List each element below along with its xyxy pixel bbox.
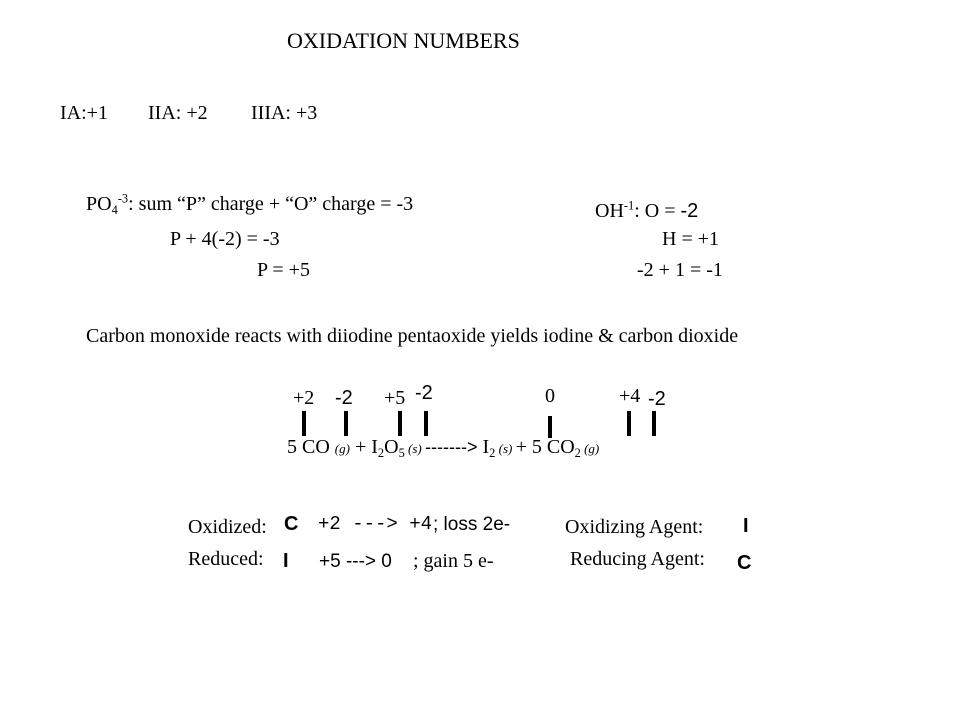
ox-number-i-in-i2: 0 bbox=[545, 385, 555, 407]
hydroxide-sum: -2 + 1 = -1 bbox=[637, 259, 723, 281]
ox-number-c-in-co2: +4 bbox=[619, 385, 641, 407]
equation-oxygen: O bbox=[384, 436, 399, 458]
reducing-agent-label: Reducing Agent: bbox=[570, 548, 705, 570]
marker-bar-o-co bbox=[344, 411, 348, 436]
equation-reactant-co: 5 CO bbox=[287, 436, 335, 458]
ox-number-o-in-co2: -2 bbox=[648, 388, 666, 410]
reduced-element: I bbox=[283, 550, 289, 572]
reduced-label: Reduced: bbox=[188, 548, 264, 570]
oxidized-label: Oxidized: bbox=[188, 516, 267, 538]
hydroxide-ion-charge: -1 bbox=[623, 198, 635, 213]
phosphate-equation-1: P + 4(-2) = -3 bbox=[170, 228, 280, 250]
equation-state-i2o5: (s) bbox=[404, 441, 425, 456]
equation-i2-subscript: 2 bbox=[489, 445, 496, 460]
equation-product-iodine: I bbox=[477, 436, 490, 458]
equation-o-subscript: 5 bbox=[398, 445, 405, 460]
equation-state-co2: (g) bbox=[580, 441, 600, 456]
marker-bar-o-i2o5 bbox=[424, 411, 428, 436]
phosphate-rule-text: : sum “P” charge + “O” charge = -3 bbox=[128, 193, 414, 215]
ox-number-i-in-i2o5: +5 bbox=[384, 387, 406, 409]
equation-state-i2: (s) bbox=[495, 441, 516, 456]
hydroxide-oxygen-value: -2 bbox=[680, 200, 699, 222]
hydroxide-oxygen-label: : O = bbox=[634, 200, 681, 222]
marker-bar-o-co2 bbox=[652, 411, 656, 436]
group-iiia: IIIA: +3 bbox=[251, 102, 318, 124]
ox-number-c-in-co: +2 bbox=[293, 387, 315, 409]
equation-co2-subscript: 2 bbox=[574, 445, 581, 460]
oxidized-loss: ; loss 2e- bbox=[433, 514, 511, 535]
equation-plus-iodine: + I bbox=[349, 436, 378, 458]
oxidized-change: +2 ---> +4 bbox=[318, 513, 433, 535]
phosphate-ion-charge: -3 bbox=[117, 191, 129, 206]
marker-bar-i-i2o5 bbox=[398, 411, 402, 436]
ox-number-o-in-co: -2 bbox=[335, 387, 353, 409]
equation-state-co: (g) bbox=[334, 441, 350, 456]
reaction-description: Carbon monoxide reacts with diiodine pen… bbox=[86, 325, 739, 347]
hydroxide-ion: OH bbox=[595, 200, 624, 222]
group-ia: IA:+1 bbox=[60, 102, 108, 124]
reducing-agent-element: C bbox=[737, 552, 752, 574]
equation-arrow: -------> bbox=[425, 437, 478, 457]
phosphate-ion-subscript: 4 bbox=[111, 202, 118, 217]
hydroxide-hydrogen-label: H = bbox=[662, 228, 698, 250]
reduced-change: +5 ---> 0 bbox=[319, 551, 392, 572]
equation-i-subscript: 2 bbox=[377, 445, 385, 460]
hydroxide-hydrogen-line: H = +1 bbox=[662, 229, 719, 249]
chemical-equation: 5 CO (g) + I2O5 (s) -------> I2 (s) + 5 … bbox=[287, 436, 600, 460]
marker-bar-i-i2 bbox=[548, 416, 552, 438]
equation-product-co2: + 5 CO bbox=[515, 436, 575, 458]
marker-bar-c-co2 bbox=[627, 411, 631, 436]
page-title: OXIDATION NUMBERS bbox=[287, 28, 520, 53]
group-iia: IIA: +2 bbox=[148, 102, 208, 124]
oxidizing-agent-label: Oxidizing Agent: bbox=[565, 516, 704, 538]
phosphate-equation-2: P = +5 bbox=[257, 259, 310, 281]
phosphate-rule: PO4-3: sum “P” charge + “O” charge = -3 bbox=[86, 191, 414, 217]
marker-bar-c-co bbox=[302, 411, 306, 436]
hydroxide-hydrogen-value: +1 bbox=[697, 228, 720, 250]
ox-number-o-in-i2o5: -2 bbox=[415, 382, 433, 404]
oxidizing-agent-element: I bbox=[743, 515, 749, 537]
hydroxide-oxygen-line: OH-1: O = -2 bbox=[595, 198, 699, 222]
oxidized-element: C bbox=[284, 513, 299, 535]
reduced-gain: ; gain 5 e- bbox=[413, 550, 494, 572]
phosphate-ion: PO bbox=[86, 193, 112, 215]
